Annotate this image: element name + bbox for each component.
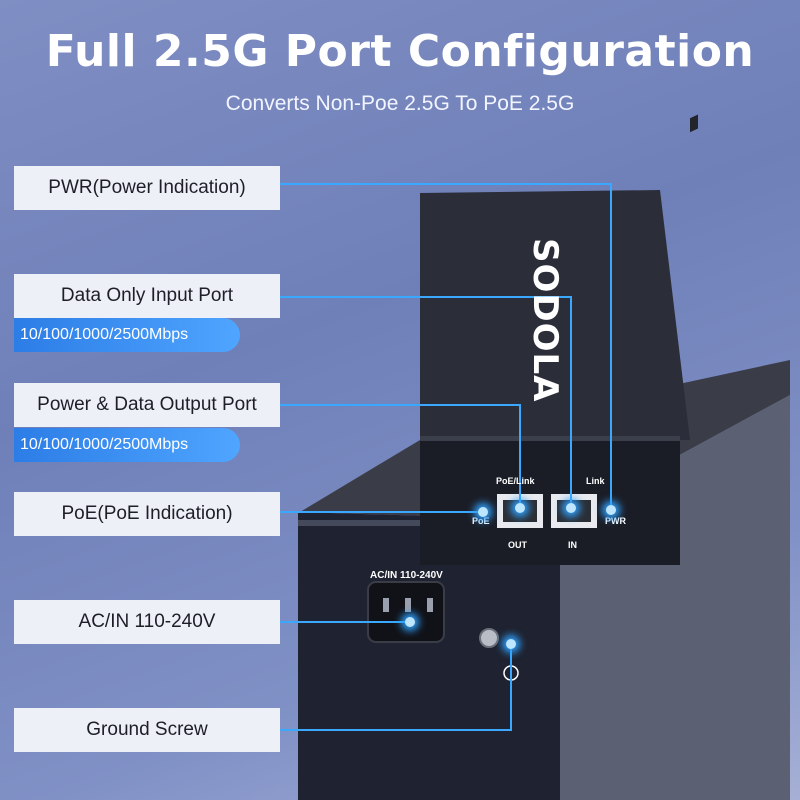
- vent-holes: [690, 114, 698, 133]
- ac-indicator: [405, 617, 415, 627]
- callout-power-output: Power & Data Output Port: [14, 383, 280, 427]
- in-port-indicator: [566, 503, 576, 513]
- callout-ground: Ground Screw: [14, 708, 280, 752]
- callout-ac: AC/IN 110-240V: [14, 600, 280, 644]
- ground-screw: [479, 628, 499, 648]
- upper-unit-front: [420, 440, 680, 565]
- badge-power-output-speed: 10/100/1000/2500Mbps: [14, 428, 240, 462]
- label-poe-link: PoE/Link: [496, 476, 535, 486]
- label-link: Link: [586, 476, 605, 486]
- callout-pwr: PWR(Power Indication): [14, 166, 280, 210]
- label-led-poe: PoE: [472, 516, 490, 526]
- label-out: OUT: [508, 540, 527, 550]
- badge-data-input-speed: 10/100/1000/2500Mbps: [14, 318, 240, 352]
- label-in: IN: [568, 540, 577, 550]
- page-subtitle: Converts Non-Poe 2.5G To PoE 2.5G: [225, 92, 575, 115]
- poe-led-indicator: [478, 507, 488, 517]
- page-title: Full 2.5G Port Configuration: [45, 26, 755, 77]
- leader-lines: [280, 183, 612, 731]
- out-port-indicator: [515, 503, 525, 513]
- label-led-pwr: PWR: [605, 516, 626, 526]
- callout-poe: PoE(PoE Indication): [14, 492, 280, 536]
- pwr-led-indicator: [606, 505, 616, 515]
- ac-marking: AC/IN 110-240V: [370, 570, 443, 581]
- upper-unit-top: [420, 190, 690, 440]
- ground-indicator: [506, 639, 516, 649]
- callout-data-input: Data Only Input Port: [14, 274, 280, 318]
- brand-logo: SODOLA: [525, 238, 565, 403]
- lower-unit-front: [298, 512, 560, 800]
